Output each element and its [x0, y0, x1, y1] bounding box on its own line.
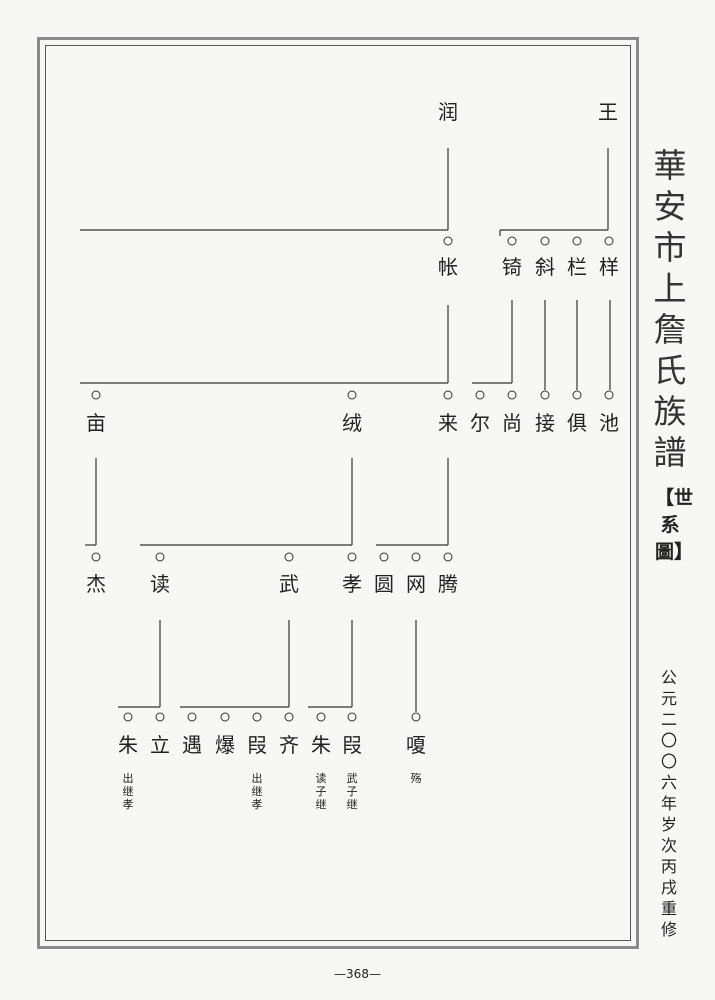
adoption-note: 出继孝	[251, 772, 263, 811]
person-name: 接	[535, 411, 555, 435]
person-name: 润	[438, 100, 458, 124]
person-name: 栏	[567, 255, 587, 279]
person-name: 朱	[118, 733, 138, 757]
revision-date: 公元二〇〇六年岁次丙戌重修	[660, 668, 677, 939]
death-note: 殇	[410, 772, 422, 785]
page-number: —368—	[334, 967, 381, 981]
person-name: 尚	[502, 411, 522, 435]
adoption-note: 出继孝	[122, 772, 134, 811]
person-name: 叚	[247, 733, 267, 757]
person-name: 绒	[342, 411, 362, 435]
person-name: 俱	[567, 411, 587, 435]
person-name: 朱	[311, 733, 331, 757]
page-border-outer	[37, 37, 639, 949]
person-name: 杰	[86, 572, 106, 596]
section-title: 【世系圖】	[655, 487, 694, 563]
person-name: 嗄	[406, 733, 426, 757]
person-name: 亩	[86, 411, 106, 435]
person-name: 斜	[535, 255, 555, 279]
person-name: 锜	[502, 255, 522, 279]
person-name: 样	[599, 255, 619, 279]
page-border-inner	[45, 45, 631, 941]
person-name: 腾	[438, 572, 458, 596]
person-name: 爆	[215, 733, 235, 757]
person-name: 网	[406, 572, 426, 596]
book-title: 華安市上詹氏族譜	[653, 146, 687, 472]
person-name: 尔	[470, 411, 490, 435]
person-name: 叚	[342, 733, 362, 757]
person-name: 齐	[279, 733, 299, 757]
person-name: 圆	[374, 572, 394, 596]
person-name: 王	[598, 100, 618, 124]
person-name: 遇	[182, 733, 202, 757]
adoption-note: 武子继	[346, 772, 358, 811]
person-name: 帐	[438, 255, 458, 279]
person-name: 读	[150, 572, 170, 596]
adoption-note: 读子继	[315, 772, 327, 811]
person-name: 武	[279, 572, 299, 596]
person-name: 立	[150, 733, 170, 757]
person-name: 孝	[342, 572, 362, 596]
person-name: 池	[599, 411, 619, 435]
person-name: 来	[438, 411, 458, 435]
